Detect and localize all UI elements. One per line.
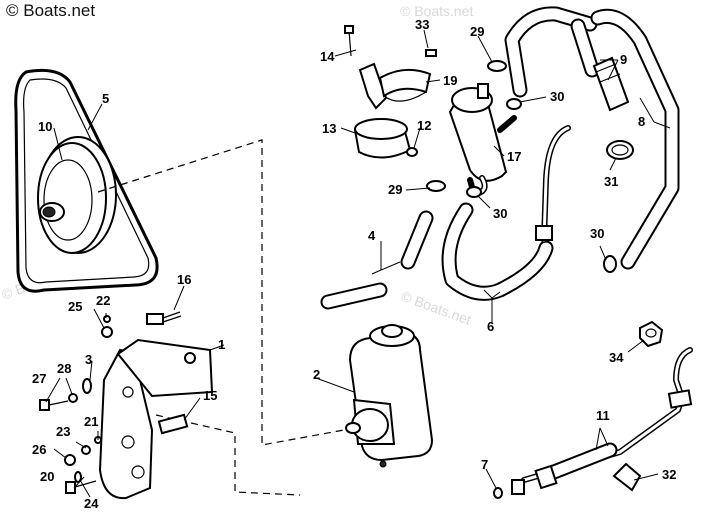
inline-filter xyxy=(448,83,517,197)
hose-clamp-30c xyxy=(603,255,617,273)
pulley xyxy=(37,136,117,254)
pulley-alignment-line xyxy=(97,139,345,446)
nut-25 xyxy=(101,326,113,338)
callout-14: 14 xyxy=(320,49,335,64)
callout-26: 26 xyxy=(32,442,46,457)
supply-hose-8 xyxy=(590,8,680,270)
reservoir-hose xyxy=(592,56,630,112)
hose-clamp-30a xyxy=(506,98,522,110)
nut-12 xyxy=(406,147,418,157)
stud xyxy=(146,311,182,325)
callout-4: 4 xyxy=(368,228,376,243)
mount-bracket-14 xyxy=(358,62,388,110)
power-steering-pump xyxy=(345,324,434,468)
callout-11: 11 xyxy=(596,408,610,423)
callouts: 5 10 1 2 3 4 6 7 8 9 11 12 13 14 15 16 1… xyxy=(32,17,676,511)
callout-25: 25 xyxy=(68,299,82,314)
nut-28 xyxy=(68,393,78,403)
hose-clamp-29b xyxy=(426,180,446,192)
pressure-line xyxy=(511,347,693,495)
hose-clamp-30b xyxy=(466,186,482,198)
callout-31: 31 xyxy=(604,174,618,189)
callout-30-top: 30 xyxy=(550,89,564,104)
callout-24: 24 xyxy=(84,496,99,511)
callout-7: 7 xyxy=(481,457,488,472)
nut-26 xyxy=(64,454,76,466)
callout-20: 20 xyxy=(40,469,54,484)
callout-27: 27 xyxy=(32,371,46,386)
callout-17: 17 xyxy=(507,149,521,164)
callout-5: 5 xyxy=(102,91,109,106)
callout-21: 21 xyxy=(84,414,98,429)
metal-tube xyxy=(535,125,571,243)
watermark-faint-top: © Boats.net xyxy=(400,3,473,19)
mounting-bracket xyxy=(98,338,214,500)
callout-34: 34 xyxy=(609,350,624,365)
callout-33: 33 xyxy=(415,17,429,32)
washer-3 xyxy=(82,378,92,394)
return-hose-large xyxy=(504,6,600,98)
callout-16: 16 xyxy=(177,272,191,287)
callout-30-middle: 30 xyxy=(493,206,507,221)
leader-lines xyxy=(45,29,671,498)
callout-28: 28 xyxy=(57,361,71,376)
callout-15: 15 xyxy=(203,388,217,403)
callout-9: 9 xyxy=(620,52,627,67)
callout-23: 23 xyxy=(56,424,70,439)
callout-1: 1 xyxy=(218,337,225,352)
callout-2: 2 xyxy=(313,367,320,382)
callout-12: 12 xyxy=(417,118,431,133)
o-ring-7 xyxy=(493,487,503,499)
washer-24 xyxy=(74,471,82,483)
callout-29-top: 29 xyxy=(470,24,484,39)
filter-clamp xyxy=(378,68,432,102)
callout-8: 8 xyxy=(638,114,645,129)
hose-6 xyxy=(441,202,554,301)
spacer xyxy=(157,413,189,435)
bracket-alignment-line xyxy=(155,414,301,496)
screw-33 xyxy=(425,49,437,57)
bolt-20 xyxy=(65,480,97,494)
callout-6: 6 xyxy=(487,319,494,334)
hose-clamp-29a xyxy=(487,60,507,72)
callout-22: 22 xyxy=(96,293,110,308)
callout-10: 10 xyxy=(38,119,52,134)
callout-32: 32 xyxy=(662,467,676,482)
callout-13: 13 xyxy=(322,121,336,136)
line-clip xyxy=(612,462,642,492)
callout-19: 19 xyxy=(443,73,457,88)
nut-34 xyxy=(639,320,664,348)
callout-30-right: 30 xyxy=(590,226,604,241)
watermark-main: © Boats.net xyxy=(6,1,95,20)
hose-4 xyxy=(320,210,434,310)
washer-22 xyxy=(103,315,111,323)
bolt-27 xyxy=(39,399,69,411)
callout-3: 3 xyxy=(85,352,92,367)
hose-clamp-31 xyxy=(606,140,634,160)
nut-23 xyxy=(81,445,91,455)
callout-29-middle: 29 xyxy=(388,182,402,197)
clamp-spacer xyxy=(353,118,412,159)
